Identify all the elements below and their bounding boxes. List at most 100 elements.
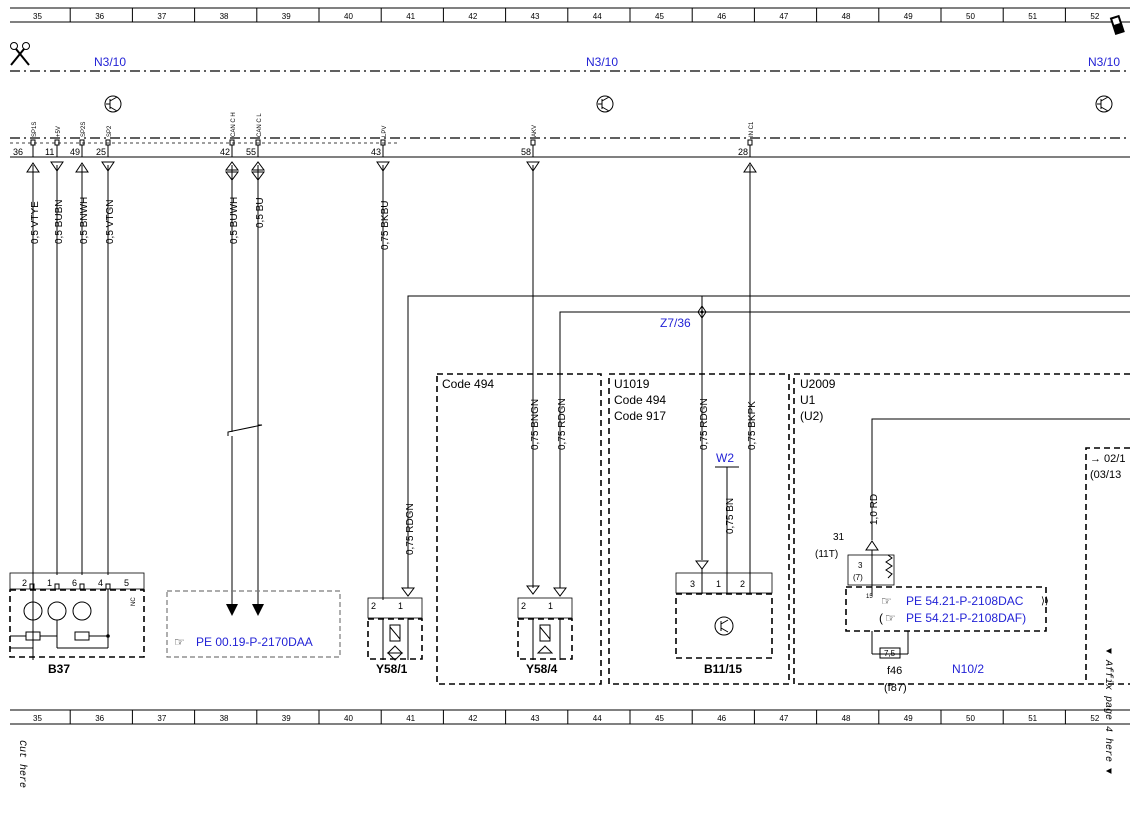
transistor-icon xyxy=(104,95,122,113)
n10-2-label[interactable]: N10/2 xyxy=(952,662,984,676)
pin-socket xyxy=(54,583,60,590)
ruler-number: 41 xyxy=(406,12,415,21)
u1019-code-917: Code 917 xyxy=(614,409,666,423)
ruler-number: 45 xyxy=(655,714,664,723)
pin-socket xyxy=(79,583,85,590)
page-ref-sub[interactable]: (03/13 xyxy=(1090,469,1121,481)
code-494-box xyxy=(436,373,602,685)
w2-label[interactable]: W2 xyxy=(716,451,734,465)
paren: ( xyxy=(879,611,883,625)
ruler-number: 51 xyxy=(1028,12,1037,21)
nc-label: NC xyxy=(131,597,137,606)
pe-00-box xyxy=(166,590,341,658)
f87-label: (f87) xyxy=(884,682,907,694)
connector-pin-name: LPV xyxy=(382,126,388,137)
pe-54-daf-link[interactable]: PE 54.21-P-2108DAF) xyxy=(906,611,1026,625)
wire-label: 0,75 BNGN xyxy=(530,399,541,450)
ruler-number: 36 xyxy=(95,714,104,723)
ruler-number: 43 xyxy=(531,12,540,21)
connector-pin-name: +5V xyxy=(56,126,62,137)
ruler-number: 36 xyxy=(95,12,104,21)
lower-wire-labels: 0,75 RDGN 0,75 BNGN 0,75 RDGN 0,75 RDGN … xyxy=(405,398,880,555)
n3-10-label-3[interactable]: N3/10 xyxy=(1088,55,1120,69)
pin-label: 6 xyxy=(72,578,77,588)
pin-socket xyxy=(29,583,35,590)
pin-label: 3 xyxy=(690,579,695,589)
u2009-box xyxy=(793,373,1130,685)
wire-label: 0,75 RDGN xyxy=(699,398,710,450)
pointing-hand-icon: ☞ xyxy=(885,611,896,625)
b11-15-label[interactable]: B11/15 xyxy=(704,662,742,676)
pin-label: 1 xyxy=(47,578,52,588)
pe-00-link[interactable]: PE 00.19-P-2170DAA xyxy=(196,635,313,649)
ruler-number: 49 xyxy=(904,714,913,723)
connector-pin-number: 55 xyxy=(246,147,256,157)
u2009-label: U2009 xyxy=(800,377,836,391)
connector-pin-number: 36 xyxy=(13,147,23,157)
page-ref[interactable]: → 02/1 xyxy=(1090,453,1125,465)
connector-pin xyxy=(105,139,111,146)
connector-pin xyxy=(79,139,85,146)
connector-pin-name: IN C1 xyxy=(749,121,755,137)
ruler-number: 37 xyxy=(157,12,166,21)
ruler-number: 39 xyxy=(282,12,291,21)
connector-pin-name: CAN C L xyxy=(257,113,263,137)
y58-1-label[interactable]: Y58/1 xyxy=(376,662,408,676)
wire-label: 0,75 RDGN xyxy=(557,398,568,450)
pe-54-dac-link[interactable]: PE 54.21-P-2108DAC xyxy=(906,594,1024,608)
wire-labels: 0,5 VTYE 0,5 BUBN 0,5 BNWH 0,5 VTGN 0,5 … xyxy=(30,197,391,250)
vertical-wires xyxy=(32,165,751,660)
wire-label: 0,75 BN xyxy=(725,498,736,534)
connector-pin xyxy=(747,139,753,146)
n3-10-label-2[interactable]: N3/10 xyxy=(586,55,618,69)
wire-label: 0,75 BKBU xyxy=(380,201,391,250)
connector-pin-name: AKV xyxy=(532,125,538,137)
connector-pin-name: SP2S xyxy=(81,122,87,137)
pin-label: 5 xyxy=(124,578,129,588)
pin-label: 1 xyxy=(398,601,403,611)
connector-pin xyxy=(530,139,536,146)
n3-10-label-1[interactable]: N3/10 xyxy=(94,55,126,69)
pin-label: 2 xyxy=(22,578,27,588)
wire-label: 0,5 BNWH xyxy=(79,197,90,244)
pointing-hand-icon: ☞ xyxy=(174,635,185,649)
ruler-number: 35 xyxy=(33,12,42,21)
connector-pin-name: SP1S xyxy=(32,122,38,137)
z7-36-label[interactable]: Z7/36 xyxy=(660,316,691,330)
ruler-number: 48 xyxy=(842,12,851,21)
y58-4-valve xyxy=(517,585,573,660)
ruler-number: 51 xyxy=(1028,714,1037,723)
u1-label: U1 xyxy=(800,393,816,407)
ruler-number: 40 xyxy=(344,714,353,723)
pin-label: 2 xyxy=(521,601,526,611)
ruler-number: 37 xyxy=(157,714,166,723)
ruler-number: 47 xyxy=(779,714,788,723)
b37-label[interactable]: B37 xyxy=(48,662,70,676)
ruler-number: 45 xyxy=(655,12,664,21)
ruler-number: 50 xyxy=(966,714,975,723)
pin-label: 1 xyxy=(548,601,553,611)
connector-pin xyxy=(30,139,36,146)
ruler-number: 42 xyxy=(468,714,477,723)
terminal-11t: (11T) xyxy=(815,549,838,560)
f46-label: f46 xyxy=(887,665,902,677)
cut-here-label: Cut here xyxy=(16,740,28,788)
connector-pin-number: 25 xyxy=(96,147,106,157)
ruler-number: 49 xyxy=(904,12,913,21)
ruler-number: 42 xyxy=(468,12,477,21)
transistor-icon xyxy=(1095,95,1113,113)
b37-sensor xyxy=(9,572,145,658)
b11-15-sensor xyxy=(675,560,773,659)
ruler-number: 40 xyxy=(344,12,353,21)
y58-4-label[interactable]: Y58/4 xyxy=(526,662,558,676)
ruler-number: 52 xyxy=(1090,714,1099,723)
ruler-number: 43 xyxy=(531,714,540,723)
wire-label: 0,5 BUBN xyxy=(54,200,65,244)
wire-arrows xyxy=(26,161,757,616)
ruler-number: 35 xyxy=(33,714,42,723)
ruler-number: 38 xyxy=(220,714,229,723)
